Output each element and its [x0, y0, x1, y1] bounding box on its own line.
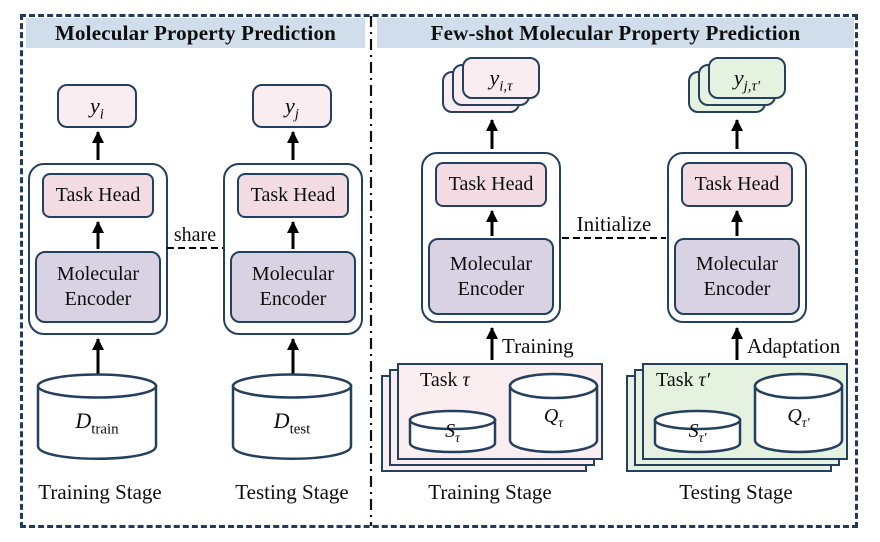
stau-sub: τ: [455, 430, 460, 445]
qtau-label: Qτ: [510, 405, 597, 430]
qtau-sub: τ: [558, 415, 564, 430]
yi-sub: i: [99, 106, 104, 123]
yjtau-sub: j,τ′: [743, 78, 761, 95]
initialize-label: Initialize: [562, 212, 666, 237]
task-head-box-left-train: Task Head: [42, 173, 154, 218]
staup-sub: τ′: [698, 430, 707, 445]
encoder-box-left-test: Molecular Encoder: [230, 251, 356, 323]
stage-label-left-train: Training Stage: [20, 480, 180, 505]
yj-base: y: [285, 93, 295, 118]
staup-label: Sτ′: [655, 420, 740, 445]
dtrain-base: D: [75, 408, 92, 433]
encoder-label: Molecular Encoder: [695, 252, 779, 300]
outer-dashed-frame: [20, 14, 858, 528]
qtau-base: Q: [543, 405, 559, 427]
initialize-label-text: Initialize: [576, 212, 652, 236]
yitau-base: y: [489, 65, 500, 90]
stage-text: Training Stage: [428, 480, 552, 504]
staup-base: S: [688, 420, 699, 442]
dtest-label: Dtest: [232, 408, 352, 438]
task-head-label: Task Head: [55, 184, 141, 206]
yj-sub: j: [294, 106, 299, 123]
stau-label: Sτ: [410, 420, 495, 445]
dtest-base: D: [273, 408, 290, 433]
qtaup-sub: τ′: [801, 415, 810, 430]
stage-text: Training Stage: [38, 480, 162, 504]
dtest-sub: test: [289, 421, 311, 438]
task-head-box-left-test: Task Head: [237, 173, 349, 218]
output-box-yj: yj: [252, 84, 332, 128]
task-word: Task: [420, 369, 458, 391]
encoder-label: Molecular Encoder: [56, 263, 140, 310]
right-panel-title-text: Few-shot Molecular Property Prediction: [430, 20, 801, 45]
task-head-box-right-train: Task Head: [435, 162, 547, 207]
encoder-box-right-test: Molecular Encoder: [674, 238, 800, 315]
stage-label-right-train: Training Stage: [410, 480, 570, 505]
qtaup-label: Qτ′: [755, 405, 842, 430]
adaptation-arrow-label-text: Adaptation: [747, 334, 841, 358]
task-head-box-right-test: Task Head: [681, 162, 793, 207]
task-symbol: τ: [462, 369, 470, 391]
task-head-label: Task Head: [250, 184, 336, 206]
output-box-yjtau: yj,τ′: [708, 57, 786, 99]
yjtau-label: yj,τ′: [733, 65, 761, 95]
task-symbol: τ′: [698, 369, 711, 391]
yitau-label: yi,τ: [489, 65, 513, 95]
stage-text: Testing Stage: [679, 480, 793, 504]
output-box-yitau: yi,τ: [462, 57, 540, 99]
stage-label-left-test: Testing Stage: [212, 480, 372, 505]
yjtau-base: y: [733, 65, 744, 90]
yitau-sub: i,τ: [499, 78, 513, 95]
task-taup-label: Task τ′: [656, 369, 710, 392]
adaptation-arrow-label: Adaptation: [747, 334, 840, 359]
encoder-box-right-train: Molecular Encoder: [428, 238, 554, 315]
dtrain-label: Dtrain: [37, 408, 157, 438]
stage-label-right-test: Testing Stage: [656, 480, 816, 505]
training-arrow-label: Training: [502, 334, 574, 359]
encoder-label: Molecular Encoder: [251, 263, 335, 310]
task-word: Task: [656, 369, 694, 391]
task-head-label: Task Head: [694, 173, 780, 195]
yi-label: yi: [90, 93, 104, 123]
task-tau-label: Task τ: [420, 369, 470, 392]
left-panel-title: Molecular Property Prediction: [26, 18, 365, 48]
right-panel-title: Few-shot Molecular Property Prediction: [377, 18, 854, 48]
left-panel-title-text: Molecular Property Prediction: [54, 20, 337, 45]
qtaup-base: Q: [787, 405, 802, 427]
dtrain-sub: train: [91, 421, 119, 438]
yi-base: y: [90, 93, 100, 118]
yj-label: yj: [285, 93, 299, 123]
encoder-box-left-train: Molecular Encoder: [35, 251, 161, 323]
stau-base: S: [445, 420, 456, 442]
share-label-text: share: [173, 224, 217, 246]
training-arrow-label-text: Training: [502, 334, 574, 358]
task-head-label: Task Head: [448, 173, 534, 195]
stage-text: Testing Stage: [235, 480, 349, 504]
output-box-yi: yi: [57, 84, 137, 128]
encoder-label: Molecular Encoder: [449, 252, 533, 300]
share-label: share: [167, 224, 223, 247]
